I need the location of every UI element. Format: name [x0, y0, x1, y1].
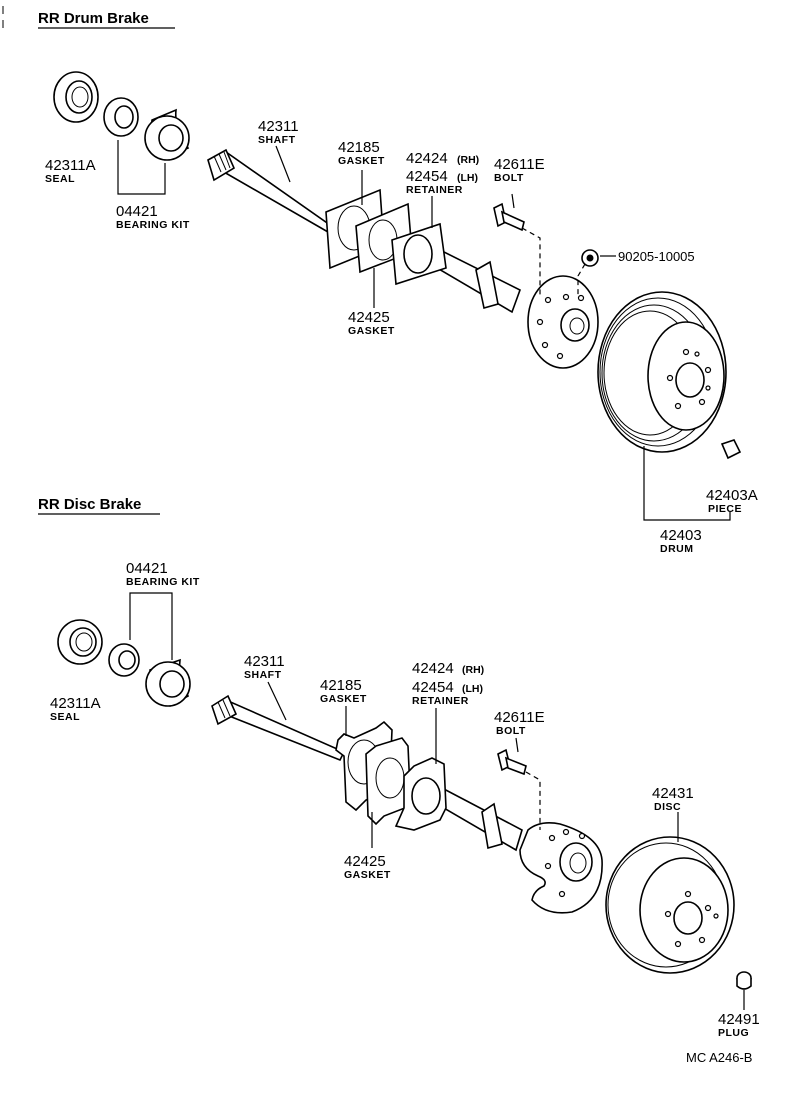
- disc-retainer-lh-side: (LH): [462, 683, 483, 695]
- drum-retainer-lh-side: (LH): [457, 172, 478, 184]
- drum-shaft-pn: 42311: [258, 118, 299, 135]
- disc-retainer-name: RETAINER: [412, 695, 469, 707]
- brake-disc: [605, 836, 735, 974]
- drum-nut-guide: [577, 263, 586, 298]
- disc-shaft-leader: [267, 681, 287, 721]
- disc-kit-pn: 04421: [126, 560, 168, 577]
- drum-bolt-pn: 42611E: [494, 156, 545, 173]
- drum-retainer-rh-side: (RH): [457, 154, 479, 166]
- disc-bolt-guide: [525, 771, 541, 830]
- disc-seal: [57, 619, 103, 665]
- drum-piece: [720, 439, 742, 460]
- disc-shaft-name: SHAFT: [244, 669, 282, 681]
- drum-retainer-rh-pn: 42424: [406, 150, 448, 167]
- disc-axle-shaft: [211, 694, 603, 914]
- disc-bearing-inner: [108, 643, 140, 677]
- disc-shaft-pn: 42311: [244, 653, 285, 670]
- disc-gasket-b-name: GASKET: [344, 869, 391, 881]
- drum-gasket-b-pn: 42425: [348, 309, 390, 326]
- drum-shaft-name: SHAFT: [258, 134, 296, 146]
- disc-pn: 42431: [652, 785, 694, 802]
- disc-hub-bolt: [497, 748, 527, 776]
- drum-piece-name: PIECE: [708, 503, 742, 515]
- disc-retainer-lh-pn: 42454: [412, 679, 454, 696]
- disc-retainer-rh-pn: 42424: [412, 660, 454, 677]
- drum-bearing-inner: [103, 97, 139, 137]
- disc-gasket-a-pn: 42185: [320, 677, 362, 694]
- drum-kit-pn: 04421: [116, 203, 158, 220]
- disc-bolt-name: BOLT: [496, 725, 526, 737]
- disc-seal-pn: 42311A: [50, 695, 101, 712]
- drum-seal: [53, 71, 99, 123]
- drum-hub-bolt: [493, 202, 525, 232]
- drum-retainer-name: RETAINER: [406, 184, 463, 196]
- diagram-code: MC A246-B: [686, 1050, 752, 1065]
- drum-piece-pn: 42403A: [706, 487, 758, 504]
- drum-gasket-a-pn: 42185: [338, 139, 380, 156]
- drum-retainer: [391, 222, 447, 286]
- disc-plug-name: PLUG: [718, 1027, 749, 1039]
- drum-seal-pn: 42311A: [45, 157, 96, 174]
- disc-kit-name: BEARING KIT: [126, 576, 200, 588]
- disc-retainer: [394, 757, 447, 831]
- brake-drum: [597, 291, 727, 453]
- drum-section-title: RR Drum Brake: [38, 10, 149, 27]
- drum-pn: 42403: [660, 527, 702, 544]
- disc-section-title: RR Disc Brake: [38, 496, 141, 513]
- disc-gasket-a-name: GASKET: [320, 693, 367, 705]
- drum-gasket-a-name: GASKET: [338, 155, 385, 167]
- drum-brake-section: RR Drum Brake 42311A SEAL 04421 BEARING …: [38, 10, 758, 555]
- drum-nut-pn: 90205-10005: [618, 249, 695, 264]
- drum-name: DRUM: [660, 543, 694, 555]
- drum-bracket: [643, 446, 731, 521]
- drum-bolt-guide: [521, 227, 541, 296]
- drum-wheel-nut: [581, 249, 599, 267]
- disc-bearing-outer: [145, 658, 191, 707]
- disc-name: DISC: [654, 801, 681, 813]
- disc-bolt-pn: 42611E: [494, 709, 545, 726]
- disc-retainer-rh-side: (RH): [462, 664, 484, 676]
- drum-gasket-b-name: GASKET: [348, 325, 395, 337]
- disc-bolt-leader: [515, 737, 519, 753]
- disc-plug: [736, 971, 752, 990]
- disc-kit-bracket: [129, 592, 173, 660]
- drum-kit-name: BEARING KIT: [116, 219, 190, 231]
- disc-brake-section: RR Disc Brake 04421 BEARING KIT 42311A S…: [38, 496, 760, 1039]
- disc-gasket-b-pn: 42425: [344, 853, 386, 870]
- disc-plug-pn: 42491: [718, 1011, 760, 1028]
- drum-shaft-leader: [275, 145, 291, 183]
- drum-kit-bracket: [117, 140, 166, 195]
- drum-bolt-leader: [511, 193, 515, 209]
- drum-bolt-name: BOLT: [494, 172, 524, 184]
- drum-retainer-lh-pn: 42454: [406, 168, 448, 185]
- drum-seal-name: SEAL: [45, 173, 75, 185]
- drum-bearing-outer: [144, 108, 190, 161]
- disc-seal-name: SEAL: [50, 711, 80, 723]
